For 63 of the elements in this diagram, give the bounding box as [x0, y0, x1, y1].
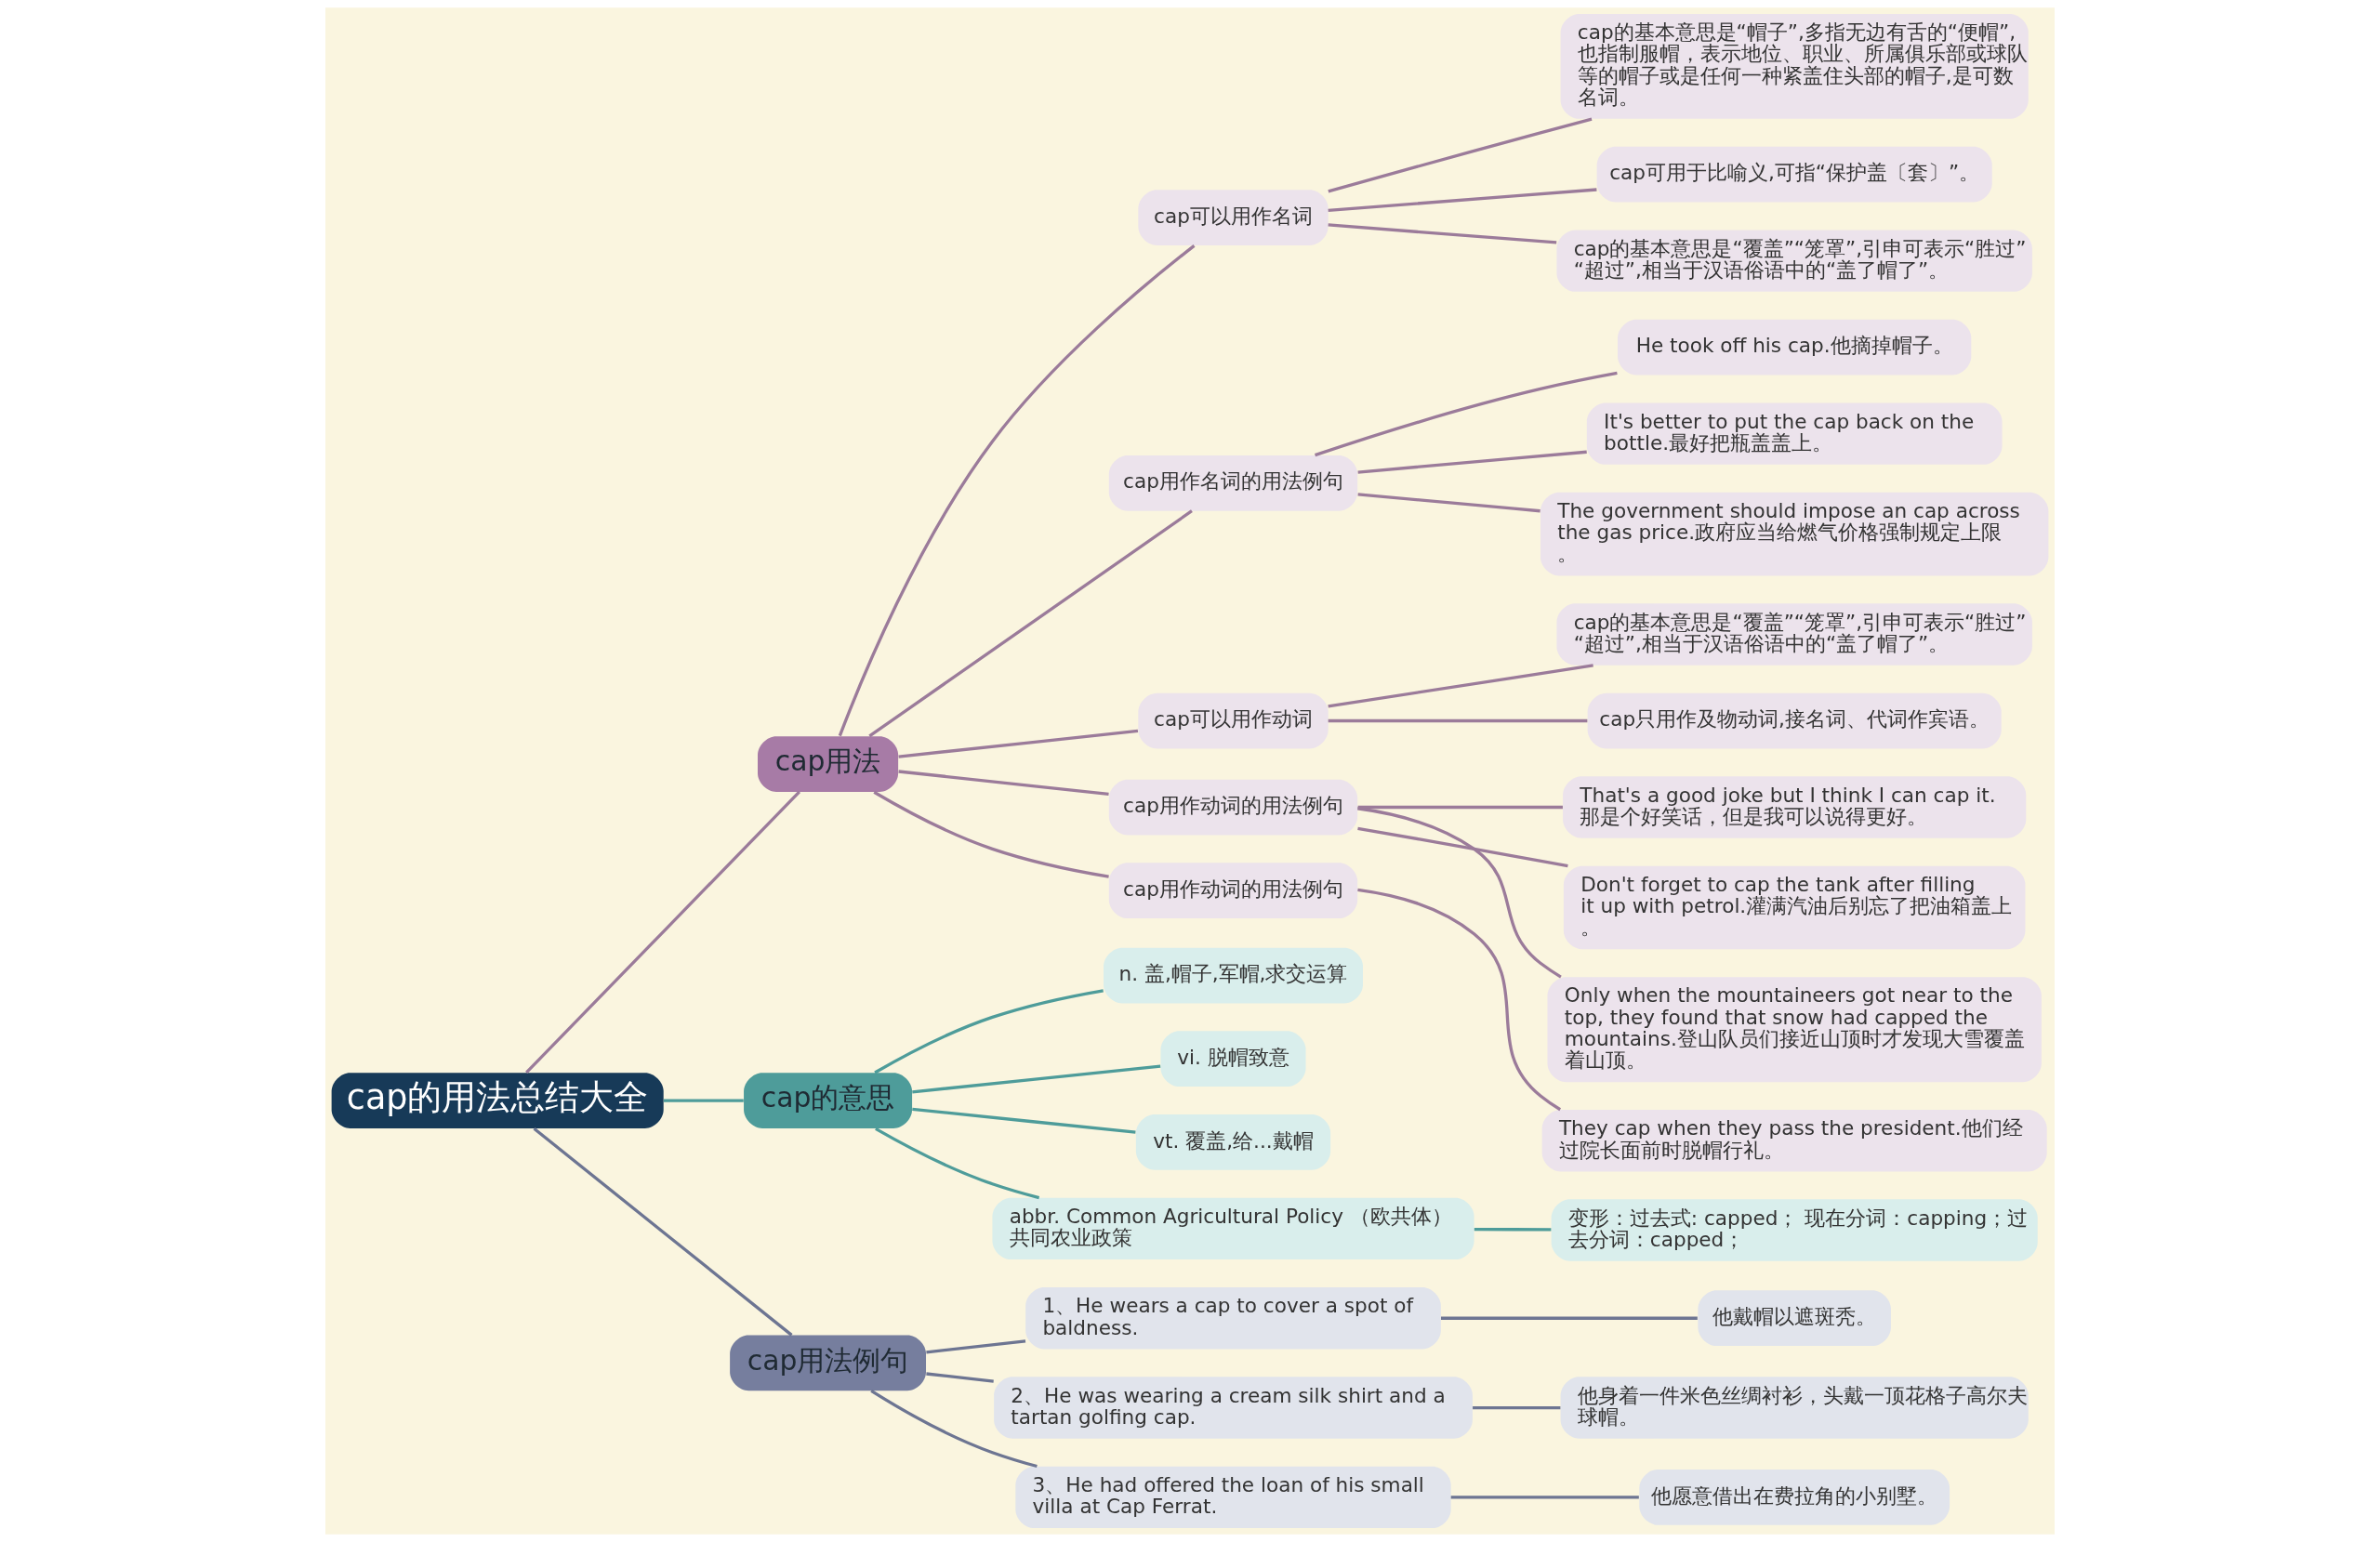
connector	[1328, 223, 1557, 244]
connector	[898, 729, 1139, 758]
connector	[912, 1107, 1136, 1134]
node-box: cap用作名词的用法例句	[1108, 455, 1358, 511]
node-box: vt. 覆盖,给...戴帽	[1135, 1114, 1331, 1170]
node-box: cap的基本意思是“覆盖”“笼罩”,引申可表示“胜过”“超过”,相当于汉语俗语中的“盖了帽了”。	[1556, 603, 2032, 666]
connector	[1357, 826, 1568, 868]
connector	[1328, 664, 1593, 708]
node-box: cap用法例句	[730, 1335, 926, 1391]
connector	[875, 1127, 1040, 1200]
node-box: The government should impose an cap across the gas price.政府应当给燃气价格强制规定上限。	[1540, 492, 2049, 576]
connector	[1315, 371, 1618, 457]
connector	[1473, 1405, 1561, 1410]
connector	[1328, 117, 1593, 193]
connector	[1450, 1496, 1639, 1499]
connector	[926, 1372, 994, 1383]
node-box: vi. 脱帽致意	[1160, 1031, 1306, 1087]
node-box: cap可以用作名词	[1138, 190, 1329, 246]
node-box: cap的基本意思是“覆盖”“笼罩”,引申可表示“胜过”“超过”,相当于汉语俗语中的“盖了帽了”。	[1556, 230, 2032, 292]
node-box: cap的意思	[744, 1073, 913, 1128]
connector	[1441, 1316, 1698, 1320]
node-box: He took off his cap.他摘掉帽子。	[1618, 319, 1972, 376]
connector	[874, 989, 1104, 1074]
connector	[1357, 493, 1540, 513]
connector	[1357, 807, 1562, 979]
connector	[525, 790, 800, 1074]
node-box: cap的基本意思是“帽子”,多指无边有舌的“便帽”,也指制服帽，表示地位、职业、所属俱乐部或球队等的帽子或是任何一种紧盖住头部的帽子,是可数名词。	[1560, 13, 2029, 119]
node-box: cap只用作及物动词,接名词、代词作宾语。	[1587, 692, 2002, 749]
connector	[1357, 450, 1587, 474]
node-box: 3、He had offered the loan of his small villa at Cap Ferrat.	[1015, 1466, 1451, 1529]
connector	[898, 770, 1109, 796]
node-box: cap用作动词的用法例句	[1108, 779, 1358, 836]
node-box: 他戴帽以遮斑秃。	[1698, 1290, 1891, 1347]
node-box: cap用法	[758, 736, 899, 792]
node-box: 变形：过去式: capped； 现在分词：capping；过去分词：capped；	[1551, 1199, 2038, 1261]
node-box: 1、He wears a cap to cover a spot of baldness.	[1025, 1287, 1441, 1350]
node-box: abbr. Common Agricultural Policy （欧共体）共同农业政策	[992, 1197, 1474, 1260]
connector	[1328, 188, 1597, 212]
connector	[870, 1389, 1038, 1469]
node-box: cap的用法总结大全	[331, 1073, 664, 1128]
node-box: They cap when they pass the president.他们经过院长面前时脱帽行礼。	[1541, 1110, 2047, 1172]
connector	[926, 1339, 1026, 1354]
connector	[873, 790, 1109, 878]
node-box: 他身着一件米色丝绸衬衫，头戴一顶花格子高尔夫球帽。	[1560, 1377, 2029, 1439]
connector	[912, 1064, 1161, 1094]
node-box: It's better to put the cap back on the bottle.最好把瓶盖盖上。	[1586, 402, 2003, 465]
node-box: cap可以用作动词	[1138, 692, 1329, 749]
node-box: cap可用于比喻义,可指“保护盖〔套〕”。	[1596, 146, 1992, 203]
connector	[1357, 805, 1563, 810]
node-box: Only when the mountaineers got near to the top, they found that snow had capped the mountains.登山队员们接近山顶时才发现大雪覆盖着山顶。	[1547, 977, 2042, 1083]
connector	[663, 1099, 744, 1102]
node-box: That's a good joke but I think I can cap it.那是个好笑话，但是我可以说得更好。	[1563, 776, 2027, 838]
connector	[1328, 718, 1588, 723]
node-box: cap用作动词的用法例句	[1108, 863, 1358, 919]
connector	[1357, 888, 1562, 1112]
node-box: 他愿意借出在费拉角的小别墅。	[1639, 1469, 1950, 1525]
connector	[1474, 1227, 1552, 1232]
node-box: Don't forget to cap the tank after filling it up with petrol.灌满汽油后别忘了把油箱盖上。	[1563, 865, 2026, 950]
node-box: 2、He was wearing a cream silk shirt and a tartan golfing cap.	[994, 1377, 1473, 1439]
connector	[533, 1127, 793, 1337]
connector	[868, 509, 1193, 738]
node-box: n. 盖,帽子,军帽,求交运算	[1104, 947, 1363, 1004]
connector	[838, 244, 1196, 737]
